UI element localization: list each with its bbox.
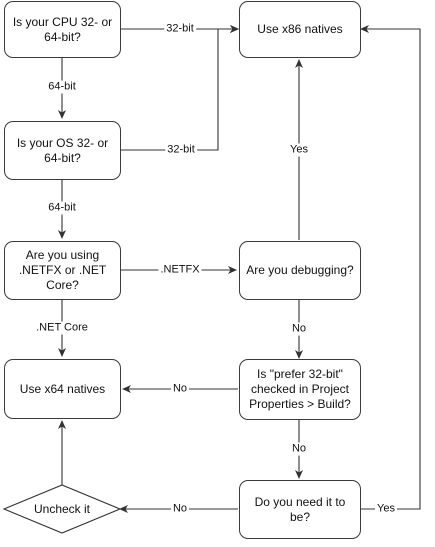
os-question-label: Is your OS 32- or 64-bit?: [16, 135, 109, 165]
use-x64-node: Use x64 natives: [4, 359, 121, 419]
uncheck-diamond: [2, 484, 122, 534]
edge-label-netcore: .NET Core: [34, 321, 90, 335]
debugging-question-node: Are you debugging?: [239, 241, 361, 300]
use-x86-node: Use x86 natives: [239, 1, 361, 58]
edge-label-netfx: .NETFX: [158, 263, 202, 277]
edge-label-debug-no: No: [289, 322, 309, 336]
edge-label-need-yes: Yes: [375, 502, 397, 516]
uncheck-label: Uncheck it: [33, 502, 91, 516]
cpu-question-label: Is your CPU 32- or 64-bit?: [12, 14, 113, 44]
prefer32-question-label: Is "prefer 32-bit" checked in Project Pr…: [249, 367, 351, 411]
edge-label-cpu-32bit: 32-bit: [164, 22, 196, 36]
cpu-question-node: Is your CPU 32- or 64-bit?: [4, 1, 121, 58]
prefer32-question-node: Is "prefer 32-bit" checked in Project Pr…: [239, 359, 361, 420]
use-x86-label: Use x86 natives: [257, 22, 343, 36]
need-question-label: Do you need it to be?: [254, 494, 346, 524]
edge-label-os-32bit: 32-bit: [165, 143, 197, 157]
edge-label-debug-yes: Yes: [288, 143, 310, 157]
edge-label-os-64bit: 64-bit: [46, 201, 78, 215]
edge-need-yes: [360, 25, 421, 510]
debugging-question-label: Are you debugging?: [246, 263, 354, 277]
edge-label-cpu-64bit: 64-bit: [46, 80, 78, 94]
edge-label-need-no: No: [170, 502, 190, 516]
framework-question-node: Are you using .NETFX or .NET Core?: [4, 241, 121, 300]
edge-label-prefer-down: No: [289, 442, 309, 456]
framework-question-label: Are you using .NETFX or .NET Core?: [18, 248, 107, 292]
use-x64-label: Use x64 natives: [19, 381, 106, 396]
edge-os-32bit: [121, 25, 239, 151]
os-question-node: Is your OS 32- or 64-bit?: [4, 121, 121, 180]
need-question-node: Do you need it to be?: [239, 480, 361, 539]
edge-label-prefer-no: No: [170, 382, 190, 396]
